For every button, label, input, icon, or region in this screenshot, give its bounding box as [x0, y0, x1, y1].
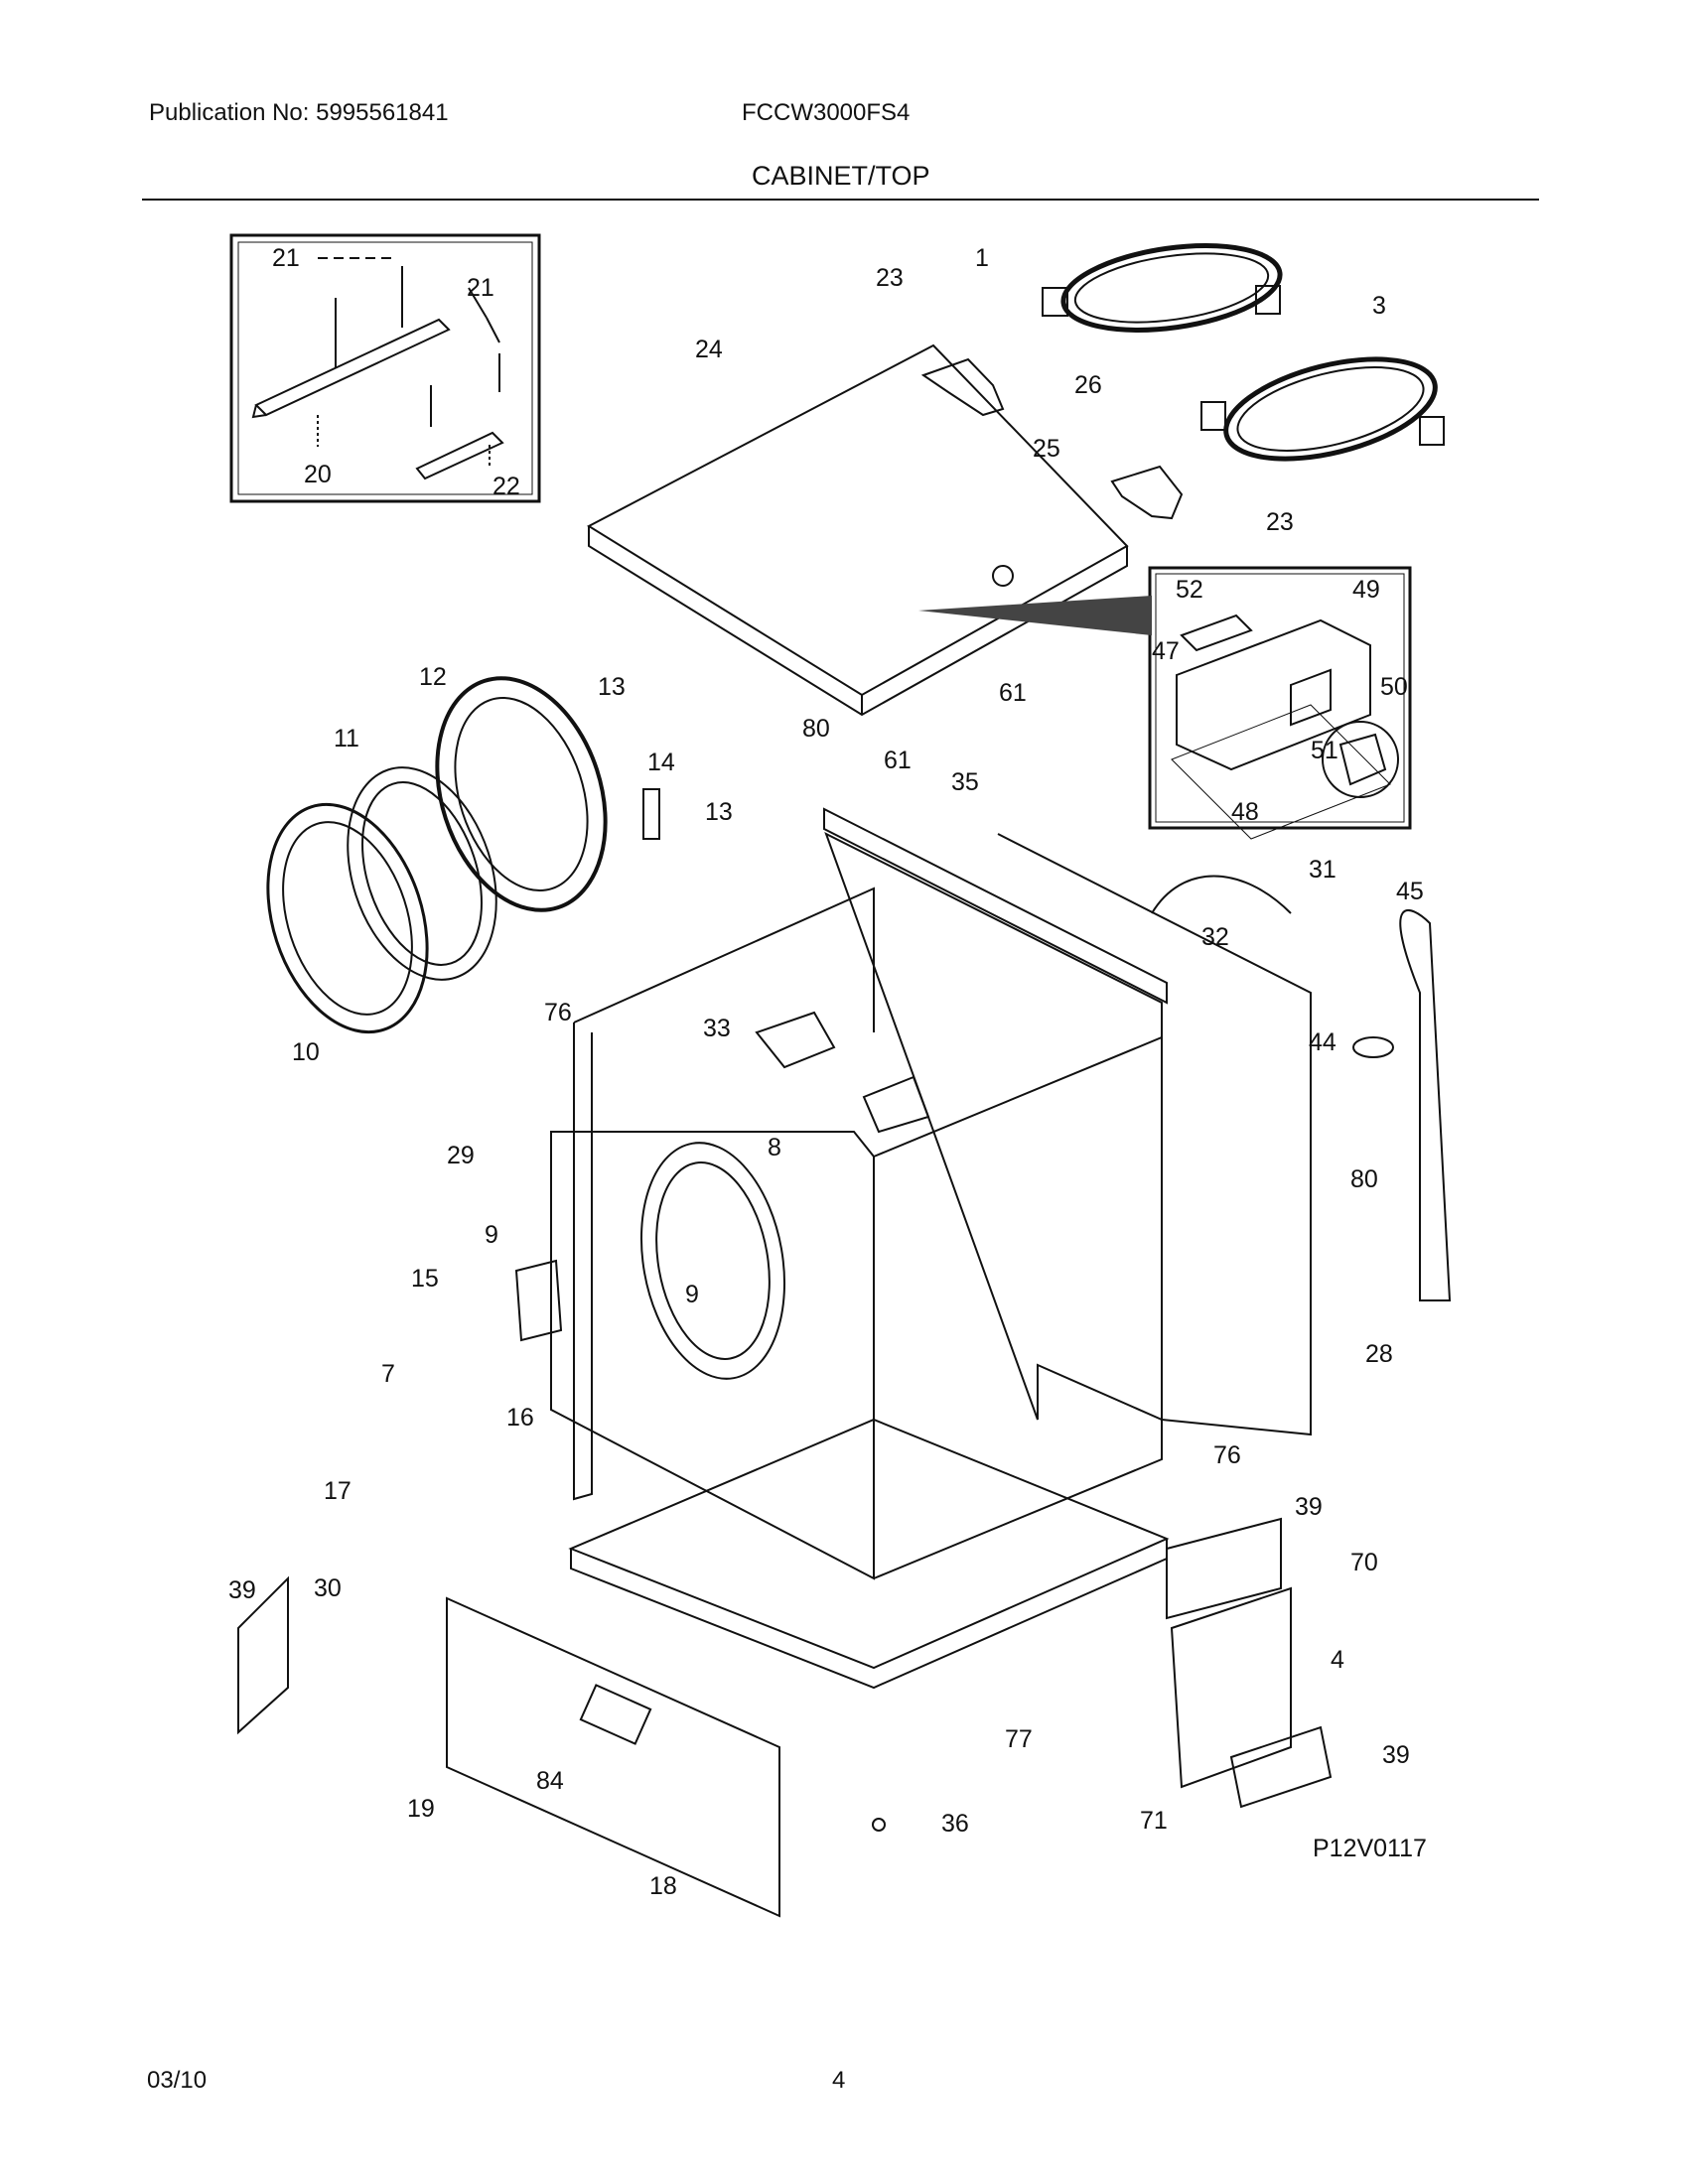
callout-70: 70 [1350, 1549, 1378, 1576]
callout-25: 25 [1033, 435, 1060, 463]
callout-15: 15 [411, 1265, 439, 1293]
callout-19: 19 [407, 1795, 435, 1823]
callout-24: 24 [695, 336, 723, 363]
callout-21a: 21 [272, 244, 300, 272]
callout-28: 28 [1365, 1340, 1393, 1368]
callout-32: 32 [1201, 923, 1229, 951]
header-rule [142, 199, 1539, 201]
callout-17: 17 [324, 1477, 352, 1505]
callout-76a: 76 [544, 999, 572, 1026]
callout-30: 30 [314, 1574, 342, 1602]
inlet-hoses [1042, 243, 1445, 462]
inset-detergent-detail [1148, 566, 1412, 840]
callout-51: 51 [1311, 737, 1338, 764]
detail-pointer-wedge [918, 596, 1152, 635]
callout-26: 26 [1074, 371, 1102, 399]
callout-77: 77 [1005, 1725, 1033, 1753]
callout-33: 33 [703, 1015, 731, 1042]
callout-13a: 13 [598, 673, 626, 701]
publication-number: Publication No: 5995561841 [149, 99, 449, 126]
callout-11: 11 [334, 725, 359, 752]
callout-22: 22 [492, 473, 520, 500]
callout-52: 52 [1176, 576, 1203, 604]
callout-45: 45 [1396, 878, 1424, 905]
callout-10: 10 [292, 1038, 320, 1066]
callout-80b: 80 [1350, 1165, 1378, 1193]
diagram-code: P12V0117 [1313, 1835, 1427, 1862]
callout-76b: 76 [1213, 1441, 1241, 1469]
section-title: CABINET/TOP [752, 161, 930, 191]
callout-71: 71 [1140, 1807, 1168, 1835]
misc-parts [237, 875, 1452, 1832]
callout-36: 36 [941, 1810, 969, 1838]
callout-7: 7 [381, 1360, 395, 1388]
callout-9b: 9 [685, 1281, 699, 1308]
callout-35: 35 [951, 768, 979, 796]
callout-48: 48 [1231, 798, 1259, 826]
callout-14: 14 [647, 749, 675, 776]
callout-44: 44 [1309, 1028, 1336, 1056]
callout-61b: 61 [884, 747, 912, 774]
cabinet-body [446, 807, 1312, 1918]
callout-84: 84 [536, 1767, 564, 1795]
callout-16: 16 [506, 1404, 534, 1432]
callout-9a: 9 [485, 1221, 498, 1249]
callout-61a: 61 [999, 679, 1027, 707]
callout-49: 49 [1352, 576, 1380, 604]
callout-12: 12 [419, 663, 447, 691]
footer-date: 03/10 [147, 2067, 208, 2094]
model-number: FCCW3000FS4 [742, 99, 911, 126]
callout-4: 4 [1331, 1646, 1344, 1674]
callout-20: 20 [304, 461, 332, 488]
hinge-brackets [920, 357, 1184, 520]
callout-3: 3 [1372, 292, 1386, 320]
callout-39a: 39 [228, 1576, 256, 1604]
callout-39b: 39 [1295, 1493, 1323, 1521]
callout-31: 31 [1309, 856, 1336, 884]
callout-29: 29 [447, 1142, 475, 1169]
page-number: 4 [832, 2067, 846, 2094]
callout-50: 50 [1380, 673, 1408, 701]
callout-47: 47 [1152, 637, 1180, 665]
callout-18: 18 [649, 1872, 677, 1900]
callout-8: 8 [768, 1134, 781, 1161]
callout-23a: 23 [876, 264, 904, 292]
callout-23b: 23 [1266, 508, 1294, 536]
door-assembly [266, 676, 660, 1034]
inset-bracket-detail [229, 233, 541, 503]
callout-21b: 21 [467, 274, 494, 302]
callout-1: 1 [975, 244, 989, 272]
callout-39c: 39 [1382, 1741, 1410, 1769]
callout-13b: 13 [705, 798, 733, 826]
callout-80a: 80 [802, 715, 830, 743]
top-panel [586, 343, 1129, 717]
